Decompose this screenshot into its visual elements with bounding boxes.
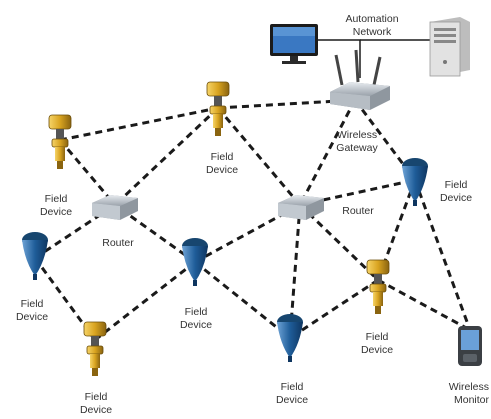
link-bd1-routerL	[34, 203, 116, 260]
label-field-device-8-l2: Device	[80, 404, 112, 416]
wireless-links	[33, 98, 472, 342]
label-field-device-6-l2: Device	[361, 344, 393, 356]
yellow-field-device-icon-3	[83, 321, 107, 376]
yellow-field-device-icon-1	[48, 114, 72, 169]
link-bd2-routerL	[114, 203, 196, 264]
labels: Automation Network Wireless Gateway Rout…	[16, 13, 490, 416]
label-automation-network-l1: Automation	[345, 13, 398, 25]
blue-field-device-icon-1	[22, 232, 48, 280]
blue-field-device-icon-4	[402, 158, 428, 206]
router-left-icon	[92, 195, 138, 220]
label-field-device-7-l1: Field	[281, 381, 304, 393]
label-wireless-gateway-l1: Wireless	[337, 129, 377, 141]
wired-links	[318, 39, 430, 78]
link-yd2-routerR	[216, 107, 302, 206]
label-field-device-4-l1: Field	[21, 298, 44, 310]
link-yd4-monitor	[377, 278, 471, 332]
label-router-left: Router	[102, 237, 134, 249]
link-gateway-routerR	[298, 99, 357, 206]
label-field-device-8-l1: Field	[85, 391, 108, 403]
label-field-device-2-l1: Field	[211, 151, 234, 163]
yellow-field-device-icon-4	[366, 259, 390, 314]
server-icon	[429, 17, 470, 77]
label-field-device-7-l2: Device	[276, 394, 308, 406]
label-field-device-3-l2: Device	[440, 192, 472, 204]
label-field-device-4-l2: Device	[16, 311, 48, 323]
label-field-device-1-l2: Device	[40, 206, 72, 218]
label-field-device-6-l1: Field	[366, 331, 389, 343]
link-yd4-bd3	[289, 278, 379, 340]
label-automation-network-l2: Network	[353, 26, 392, 38]
link-yd1-yd2	[59, 106, 219, 142]
wireless-gateway-icon	[330, 49, 390, 110]
label-wireless-monitor-l1: Wireless	[449, 381, 489, 393]
label-field-device-5-l2: Device	[180, 319, 212, 331]
label-wireless-monitor-l2: Monitor	[454, 394, 490, 406]
link-bd2-bd3	[194, 260, 291, 340]
blue-field-device-icon-2	[182, 238, 208, 286]
link-bd2-yd3	[94, 260, 196, 342]
label-field-device-2-l2: Device	[206, 164, 238, 176]
yellow-field-device-icon-2	[206, 81, 230, 136]
label-field-device-3-l1: Field	[445, 179, 468, 191]
router-right-icon	[278, 195, 324, 220]
label-field-device-1-l1: Field	[45, 193, 68, 205]
link-bd4-monitor	[413, 179, 472, 331]
label-field-device-5-l1: Field	[185, 306, 208, 318]
link-gateway-bd4	[353, 99, 417, 181]
label-router-right: Router	[342, 205, 374, 217]
label-wireless-gateway-l2: Gateway	[336, 142, 378, 154]
link-yd1-routerL	[58, 139, 117, 206]
link-routerR-bd4	[299, 178, 416, 207]
computer-monitor-icon	[270, 24, 318, 64]
blue-field-device-icon-3	[277, 314, 303, 362]
link-yd2-routerL	[113, 106, 220, 207]
wireless-monitor-icon	[458, 326, 482, 366]
link-routerR-yd4	[298, 203, 380, 282]
